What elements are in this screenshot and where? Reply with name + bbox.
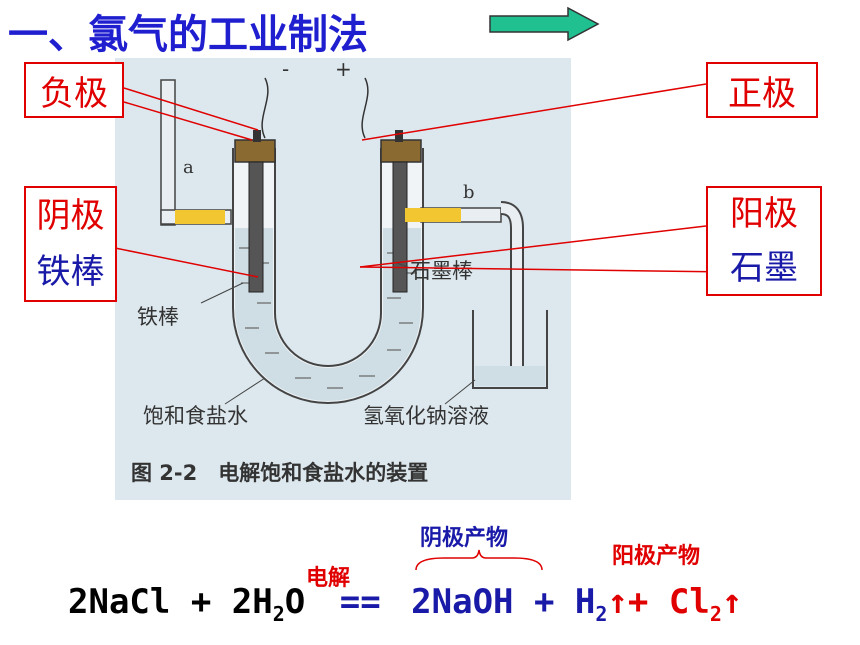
electrolysis-condition: 电解 [306,566,351,591]
figure-naoh-label: 氢氧化钠溶液 [363,404,489,428]
gas-arrow-icon-2: ↑ [721,582,743,622]
positive-electrode-label: 正极 [728,73,796,114]
water-oxygen: O [284,582,306,622]
gas-arrow-icon: ↑ [607,582,628,622]
plus-sign: + [627,582,649,622]
negative-electrode-label: 负极 [40,73,108,114]
tube-a-label: a [183,157,194,178]
negative-electrode-box: 负极 [24,62,124,118]
tube-b-label: b [463,182,475,203]
positive-electrode-box: 正极 [706,62,818,118]
water-subscript: 2 [272,601,285,626]
cathode-products-brace [415,549,543,571]
reactants: 2NaCl + 2H [68,582,273,622]
anode-label: 阳极 [730,194,798,234]
chlorine-formula: Cl [668,582,710,622]
anode-graphite-label: 石墨 [730,248,798,288]
chlorine-subscript: 2 [709,601,722,626]
cathode-products-formula: 2NaOH + H [411,582,596,622]
next-arrow-icon[interactable] [488,6,600,42]
figure-iron-rod-label: 铁棒 [137,305,179,329]
anode-products-label: 阳极产物 [612,544,701,569]
figure-brine-label: 饱和食盐水 [143,404,248,428]
cathode-iron-rod-label: 铁棒 [36,252,105,292]
cathode-label: 阴极 [36,196,105,236]
figure-graphite-rod-label: 石墨棒 [410,259,473,283]
cathode-products-label: 阴极产物 [420,526,509,551]
plus-label: + [335,58,352,81]
figure-caption: 图 2-2 电解饱和食盐水的装置 [131,461,428,485]
equation-sign: == [339,582,381,622]
electrolysis-apparatus-figure: - + a b [115,57,571,500]
apparatus-drawing: - + a b [115,57,571,500]
page-title: 一、氯气的工业制法 [8,12,368,58]
hydrogen-subscript: 2 [595,601,608,626]
chemical-equation: 2NaCl + 2H2O == 2NaOH + H2↑+ Cl2↑ [68,582,742,626]
cathode-box: 阴极 铁棒 [24,186,117,302]
minus-label: - [282,58,289,81]
anode-box: 阳极 石墨 [706,186,822,296]
